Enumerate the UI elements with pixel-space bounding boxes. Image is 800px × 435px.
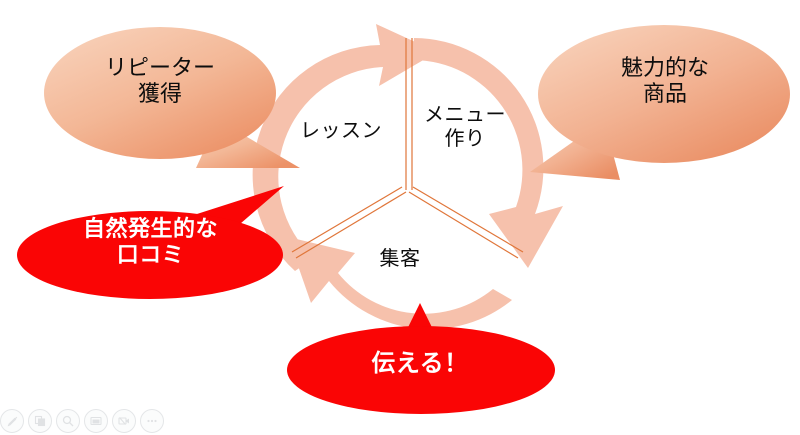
callout-kuchikomi-label: 自然発生的な 口コミ bbox=[82, 216, 218, 267]
cycle-label-shukyaku: 集客 bbox=[379, 248, 421, 270]
callout-tsutaeru[interactable] bbox=[287, 303, 555, 414]
cycle-ring-arrows bbox=[252, 24, 563, 330]
presentation-icon[interactable] bbox=[84, 409, 108, 433]
callout-tsutaeru-body bbox=[287, 326, 555, 414]
copy-icon[interactable] bbox=[28, 409, 52, 433]
presentation-toolbar[interactable] bbox=[0, 408, 164, 434]
callout-kuchikomi[interactable] bbox=[17, 186, 284, 299]
callout-product-label: 魅力的な 商品 bbox=[620, 55, 709, 106]
callout-product[interactable] bbox=[530, 25, 790, 180]
callout-repeat[interactable] bbox=[44, 27, 300, 168]
cycle-label-menu: メニュー 作り bbox=[424, 104, 506, 150]
cycle-label-lesson: レッスン bbox=[300, 120, 382, 142]
more-icon[interactable] bbox=[140, 409, 164, 433]
divider-lower-left-2 bbox=[291, 186, 403, 253]
cycle-arrow-top bbox=[252, 24, 437, 271]
callout-repeat-label: リピーター 獲得 bbox=[104, 55, 215, 106]
callout-product-body bbox=[538, 25, 790, 163]
callout-tsutaeru-label: 伝える！ bbox=[371, 350, 469, 377]
divider-lower-right-2 bbox=[412, 186, 524, 253]
divider-lower-right bbox=[408, 191, 519, 259]
video-off-icon[interactable] bbox=[112, 409, 136, 433]
cycle-arrow-right bbox=[413, 38, 563, 268]
search-icon[interactable] bbox=[56, 409, 80, 433]
divider-lower-left bbox=[295, 191, 407, 259]
pen-icon[interactable] bbox=[0, 409, 24, 433]
callout-repeat-body bbox=[44, 27, 276, 159]
cycle-arrow-bottomleft bbox=[288, 237, 512, 330]
callout-kuchikomi-body bbox=[17, 211, 283, 299]
cycle-dividers bbox=[291, 38, 524, 259]
